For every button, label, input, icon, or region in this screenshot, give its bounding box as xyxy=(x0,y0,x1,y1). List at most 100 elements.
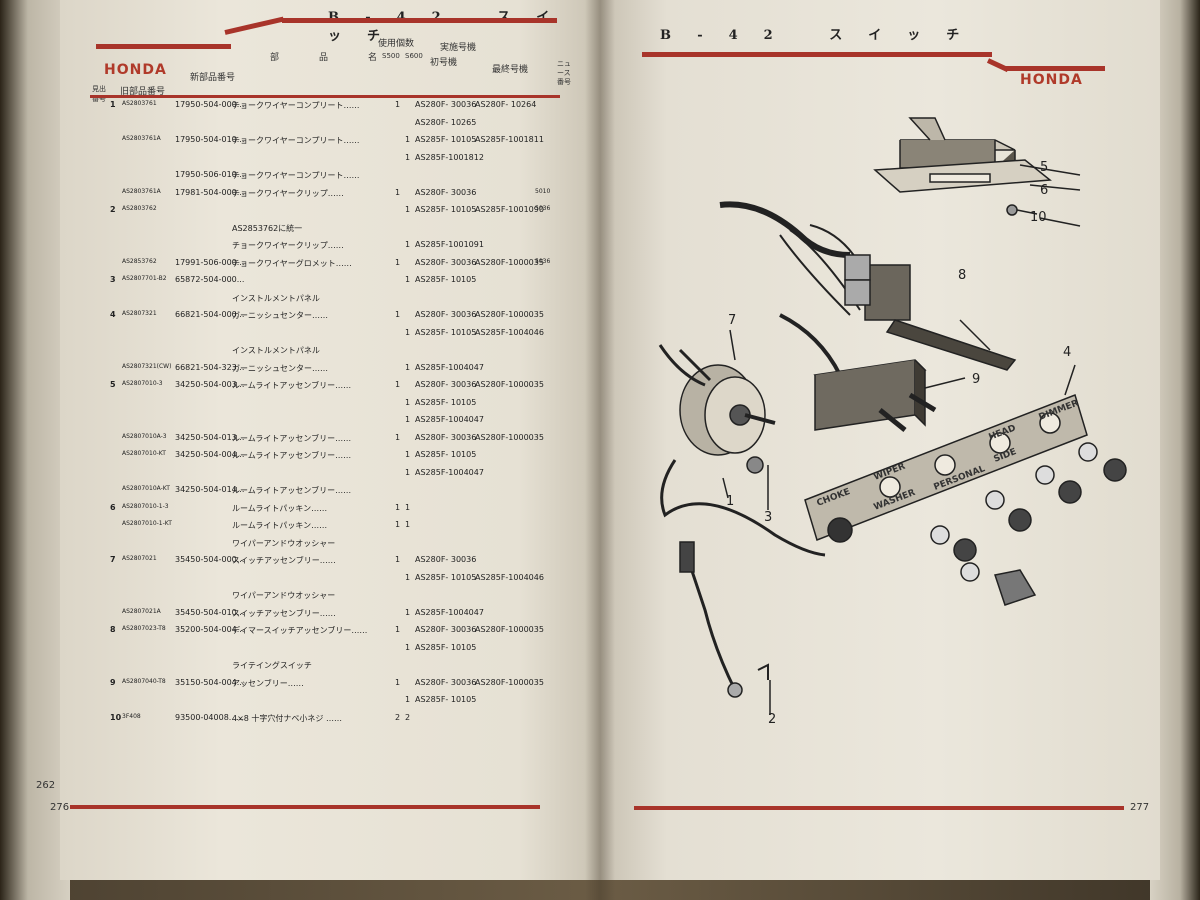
table-cell-last: AS280F-1000035 xyxy=(475,677,544,687)
table-cell-no: 7 xyxy=(110,555,116,564)
table-cell-old: AS2807321 xyxy=(122,310,157,317)
table-cell-name: ライテイングスイッチ xyxy=(232,661,312,670)
table-cell-no: 2 xyxy=(110,205,116,214)
table-cell-q500: 1 xyxy=(395,502,401,512)
table-cell-q600: 1 xyxy=(405,152,411,162)
left-footer-bar xyxy=(70,805,540,809)
col-impl-frame: 実施号機 xyxy=(440,43,477,53)
table-cell-name: AS2853762に統一 xyxy=(232,223,303,233)
table-cell-no: 5 xyxy=(110,380,116,389)
callout-1: 1 xyxy=(726,494,735,509)
table-row: 1 AS285F-1001812 xyxy=(60,153,600,167)
table-cell-first: AS280F- 30036 xyxy=(415,432,477,442)
table-cell-first: AS285F- 10105 xyxy=(415,205,477,214)
table-cell-old: 3F408 xyxy=(122,712,141,720)
table-cell-first: AS280F- 30036 xyxy=(415,187,477,197)
table-cell-first: AS285F- 10105 xyxy=(415,327,477,337)
table-cell-q500: 1 xyxy=(395,625,401,634)
table-cell-no: 4 xyxy=(110,310,116,319)
table-cell-q600: 1 xyxy=(405,467,411,477)
table-cell-old: AS2807021A xyxy=(122,607,161,615)
table-cell-last: AS280F-1000035 xyxy=(475,380,544,389)
table-cell-new: 17950-504-000... xyxy=(175,100,245,109)
table-cell-q600: 1 xyxy=(405,502,411,512)
table-cell-q600: 1 xyxy=(405,397,411,407)
table-cell-new: 35450-504-010... xyxy=(175,607,245,617)
callout-6: 6 xyxy=(1040,183,1049,198)
col-qty-s500: S500 xyxy=(382,52,400,60)
table-cell-q600: 1 xyxy=(405,327,411,337)
table-cell-new: 17981-504-000... xyxy=(175,187,245,197)
table-cell-new: 17991-506-000... xyxy=(175,257,245,267)
left-page-number: 276 xyxy=(50,802,70,813)
table-cell-old: AS2803761A xyxy=(122,187,161,195)
table-cell-q600: 2 xyxy=(405,712,411,722)
callout-7: 7 xyxy=(728,313,737,328)
table-cell-name: 4×8 十字穴付ナベ小ネジ …… xyxy=(232,713,342,723)
book-gutter xyxy=(585,0,615,900)
table-cell-first: AS285F- 10105 xyxy=(415,695,477,704)
col-qty: 使用個数 xyxy=(378,39,415,49)
table-cell-first: AS285F-1001812 xyxy=(415,152,484,162)
table-cell-first: AS285F- 10105 xyxy=(415,397,477,407)
part-3-grommet xyxy=(746,456,764,474)
table-row: インストルメントパネル xyxy=(60,293,600,307)
table-cell-name: インストルメントパネル xyxy=(232,293,320,303)
table-cell-q500: 1 xyxy=(395,677,401,687)
table-cell-q500: 1 xyxy=(395,310,401,319)
table-cell-q600: 1 xyxy=(405,240,411,249)
table-cell-old: AS2807701-B2 xyxy=(122,275,167,282)
table-cell-new: 35450-504-000... xyxy=(175,555,245,564)
table-cell-q600: 1 xyxy=(405,520,411,529)
table-cell-q500: 1 xyxy=(395,257,401,267)
table-row: AS2853762に統一 xyxy=(60,223,600,237)
table-cell-old: AS2853762 xyxy=(122,257,157,265)
left-page: B-42 スイッチ HONDA 使用個数 S500 S600 実施号機 初号機 … xyxy=(36,0,600,880)
col-news-no: ニュース番号 xyxy=(557,60,571,86)
table-cell-last: AS280F- 10264 xyxy=(475,100,537,109)
right-page-number: 277 xyxy=(1130,802,1150,813)
table-cell-q600: 1 xyxy=(405,362,411,372)
table-cell-name: スイッチアッセンブリー…… xyxy=(232,608,336,618)
table-cell-name: ルームライトパッキン…… xyxy=(232,503,328,513)
plate-slot xyxy=(929,173,991,183)
table-cell-old: AS2807010-1-3 xyxy=(122,502,169,510)
table-cell-name: ガーニッシュセンター…… xyxy=(232,311,328,320)
table-cell-name: チョークワイヤークリップ…… xyxy=(232,241,344,250)
table-cell-q500: 1 xyxy=(395,187,401,197)
cone-knob xyxy=(994,569,1037,606)
table-cell-name: ガーニッシュセンター…… xyxy=(232,363,328,373)
table-cell-no: 3 xyxy=(110,275,116,284)
right-page-title: B-42 スイッチ xyxy=(660,28,986,43)
right-header-bar-left xyxy=(642,52,992,57)
table-cell-first: AS280F- 30036 xyxy=(415,310,477,319)
table-cell-first: AS285F- 10105 xyxy=(415,572,477,582)
table-cell-last: AS285F-1004046 xyxy=(475,327,544,337)
table-cell-first: AS285F-1004047 xyxy=(415,362,484,372)
table-cell-last: AS280F-1000035 xyxy=(475,625,544,634)
table-cell-new: 17950-504-010... xyxy=(175,135,245,144)
table-cell-no: 1 xyxy=(110,100,116,109)
left-header-underline xyxy=(90,95,560,98)
table-cell-new: 34250-504-004... xyxy=(175,450,245,459)
table-cell-new: 66821-504-323... xyxy=(175,362,245,372)
table-cell-name: チョークワイヤーグロメット…… xyxy=(232,258,352,268)
table-cell-q600: 1 xyxy=(405,572,411,582)
table-row: 1 AS285F- 10105 xyxy=(60,398,600,412)
prev-page-number: 262 xyxy=(36,780,56,791)
table-cell-first: AS280F- 10265 xyxy=(415,117,477,127)
col-old-part: 旧部品番号 xyxy=(120,87,166,97)
table-cell-q600: 1 xyxy=(405,415,411,424)
table-row: AS280F- 10265 xyxy=(60,118,600,132)
